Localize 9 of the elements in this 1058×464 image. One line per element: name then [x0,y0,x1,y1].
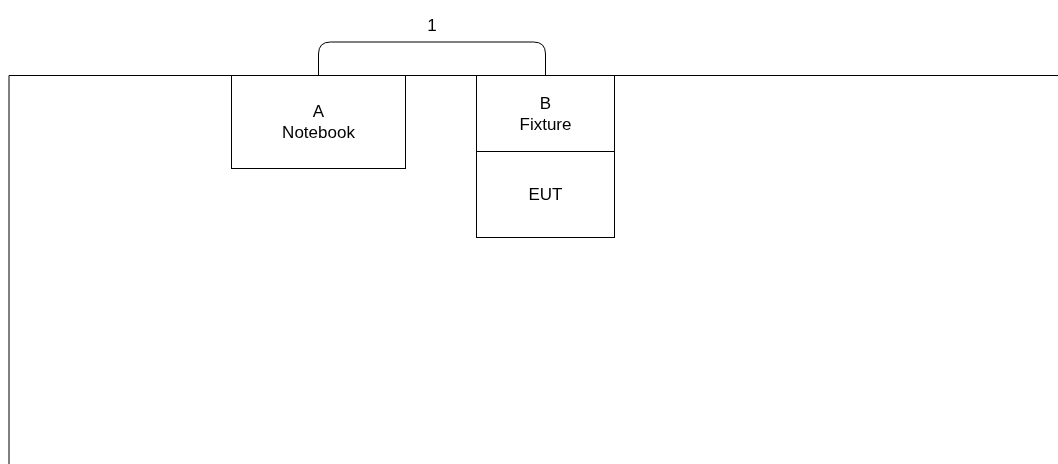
connector-line [318,41,546,76]
device-box [476,75,615,152]
device-box [231,75,406,169]
device-label: B [539,92,552,114]
device-box [476,151,615,238]
device-label: EUT [528,184,563,205]
device-label: Fixture [519,113,572,135]
device-label: A [312,101,325,122]
device-label: Notebook [282,122,355,143]
